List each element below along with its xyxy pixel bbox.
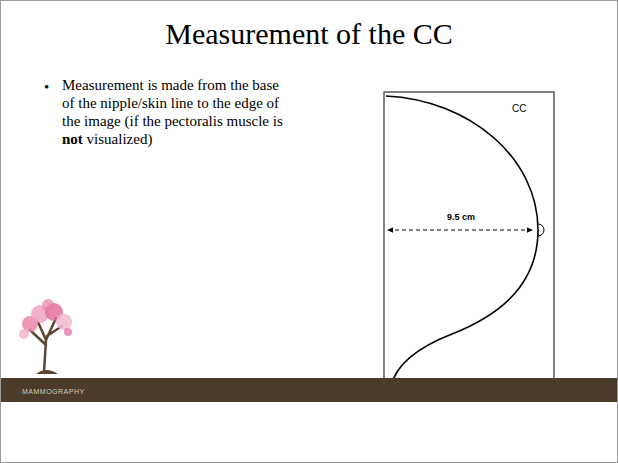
bullet-dot: • [44, 78, 49, 96]
dimension-arrow [388, 230, 532, 231]
image-frame [384, 92, 554, 386]
logo-text: MAMMOGRAPHY [22, 387, 85, 396]
bullet-part: visualized) [87, 131, 153, 147]
tree-logo [19, 299, 72, 374]
bullet-part: Measurement is made from the base of the… [62, 77, 283, 129]
bullet-emphasis: not [62, 131, 83, 147]
breast-outline [386, 96, 538, 386]
view-label: CC [512, 103, 526, 115]
nipple [538, 224, 544, 236]
footer-band [1, 378, 617, 402]
dimension-label: 9.5 cm [435, 212, 487, 223]
bullet-text: Measurement is made from the base of the… [62, 76, 294, 148]
slide-title: Measurement of the CC [0, 14, 618, 54]
